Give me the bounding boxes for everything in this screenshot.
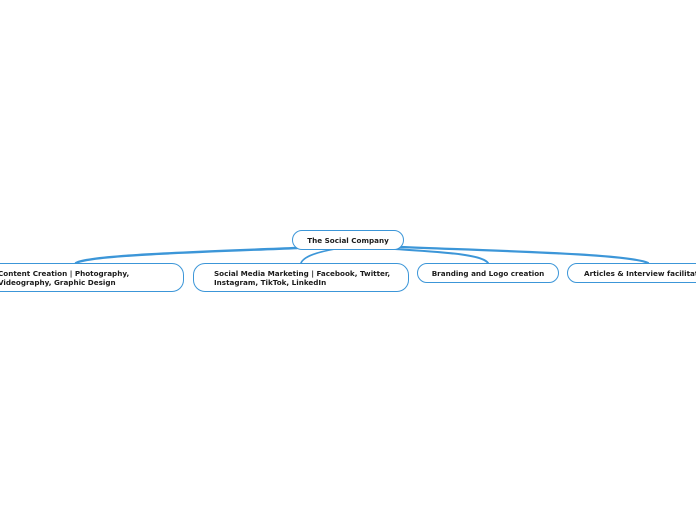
topic-node-content-creation[interactable]: Content Creation | Photography, Videogra… [0,263,184,292]
connector-root-to-articles [398,245,650,265]
root-node[interactable]: The Social Company [292,230,404,250]
topic-node-label: Branding and Logo creation [431,268,545,278]
topic-node-label: Content Creation | Photography, Videogra… [0,268,130,287]
topic-node-label: Articles & Interview facilitation [584,268,696,278]
topic-node-branding[interactable]: Branding and Logo creation [417,263,559,283]
connector-root-to-branding [394,248,489,264]
topic-node-social-media-marketing[interactable]: Social Media Marketing | Facebook, Twitt… [193,263,409,292]
root-node-label: The Social Company [307,235,389,245]
connector-root-to-social [300,248,336,264]
topic-node-articles[interactable]: Articles & Interview facilitation [567,263,696,283]
topic-node-label: Social Media Marketing | Facebook, Twitt… [214,268,391,287]
connector-root-to-content [74,246,299,265]
